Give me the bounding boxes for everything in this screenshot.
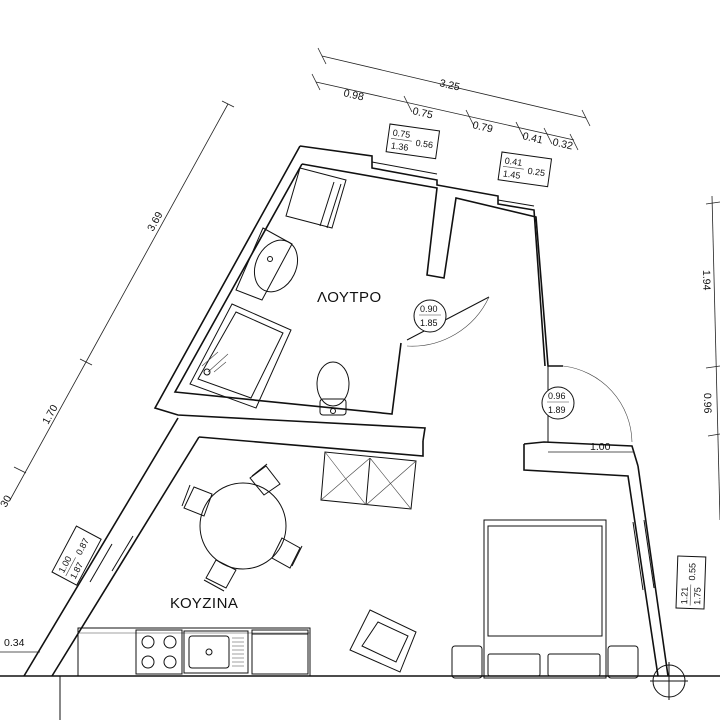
burner-icon — [163, 655, 177, 669]
dim-left-upper: 3.69 — [145, 210, 165, 234]
dim-inner-wall: 1.00 — [590, 441, 611, 453]
dim-top-seg-3: 0.79 — [471, 119, 494, 135]
burner-icon — [163, 635, 177, 649]
dim-top-seg-4: 0.41 — [521, 130, 544, 146]
toilet-tank — [319, 398, 347, 416]
shower-drain-icon — [203, 368, 211, 376]
nightstand-right — [607, 645, 639, 679]
armchair — [349, 609, 417, 673]
svg-text:1.75: 1.75 — [692, 587, 703, 605]
kitchen-drain-icon — [205, 648, 213, 656]
right-dimension-chain: 1.94 0.96 — [700, 195, 720, 521]
shower-tray — [189, 303, 292, 409]
bath-sink-counter — [235, 227, 293, 301]
svg-text:1.45: 1.45 — [502, 168, 521, 180]
svg-text:0.55: 0.55 — [687, 563, 698, 581]
dim-top-seg-1: 0.98 — [342, 87, 365, 103]
kitchen-sink — [183, 630, 249, 674]
window-tag-top-right: 0.41 1.45 0.25 — [497, 151, 553, 188]
chair-right — [271, 537, 301, 569]
dining-set — [181, 463, 303, 592]
bathroom-walls — [153, 145, 563, 442]
fridge — [251, 629, 309, 675]
main-walls: 1.00 0.34 — [0, 365, 720, 720]
bath-cabinet — [285, 167, 347, 229]
chair-top — [249, 465, 281, 496]
entry-door-swing — [562, 365, 633, 443]
door-tag-entry: 0.96 1.89 — [541, 386, 575, 420]
room-label-bathroom: ΛΟΥΤΡΟ — [317, 289, 382, 306]
dim-top-seg-2: 0.75 — [411, 105, 434, 121]
svg-text:1.89: 1.89 — [548, 405, 566, 415]
bed — [451, 519, 639, 679]
dim-right-upper: 1.94 — [700, 270, 712, 291]
pillow — [547, 653, 601, 677]
burner-icon — [141, 635, 155, 649]
svg-text:0.56: 0.56 — [415, 138, 434, 150]
dim-top-seg-5: 0.32 — [551, 136, 574, 152]
chair-bottom — [205, 559, 237, 589]
cooktop — [135, 629, 183, 675]
chair-left — [183, 486, 213, 517]
svg-text:0.75: 0.75 — [392, 128, 411, 140]
dim-top-total: 3.25 — [438, 77, 461, 93]
left-dimension-chain: 3.69 1.70 30 — [0, 100, 235, 509]
svg-text:0.96: 0.96 — [548, 391, 566, 401]
window-tag-top-left: 0.75 1.36 0.56 — [385, 123, 441, 160]
dim-bottom-left: 0.34 — [4, 637, 25, 649]
nightstand-left — [451, 645, 483, 679]
counter-top — [77, 627, 311, 677]
svg-text:0.41: 0.41 — [504, 156, 523, 168]
burner-icon — [141, 655, 155, 669]
pillow — [487, 653, 541, 677]
svg-text:0.25: 0.25 — [527, 166, 546, 178]
sink-drain-icon — [267, 256, 273, 262]
dim-left-middle: 1.70 — [40, 403, 60, 427]
window-tag-left: 1.00 1.87 0.87 — [51, 525, 102, 586]
svg-text:1.36: 1.36 — [390, 140, 409, 152]
dining-table — [199, 482, 287, 570]
top-dimension-chain: 3.25 0.98 0.75 0.79 0.41 0.32 — [311, 47, 591, 153]
kitchen-counter — [77, 627, 311, 677]
dim-left-lower-partial: 30 — [0, 493, 14, 509]
bathroom-door-leaf — [406, 296, 490, 341]
svg-text:1.85: 1.85 — [420, 318, 438, 328]
door-tag-bathroom: 0.90 1.85 — [413, 299, 447, 333]
svg-text:0.90: 0.90 — [420, 304, 438, 314]
svg-text:1.21: 1.21 — [679, 587, 690, 605]
dim-right-lower: 0.96 — [701, 393, 713, 414]
window-tag-right: 1.21 1.75 0.55 — [675, 555, 707, 610]
room-label-kitchen: ΚΟΥΖΙΝΑ — [170, 595, 238, 612]
toilet-bowl — [316, 361, 350, 407]
bathroom-door-swing — [406, 296, 490, 347]
bathroom-fixtures — [189, 167, 350, 416]
sink-basin — [253, 239, 299, 293]
upper-cabinets — [320, 451, 417, 510]
bed-frame — [483, 519, 607, 679]
